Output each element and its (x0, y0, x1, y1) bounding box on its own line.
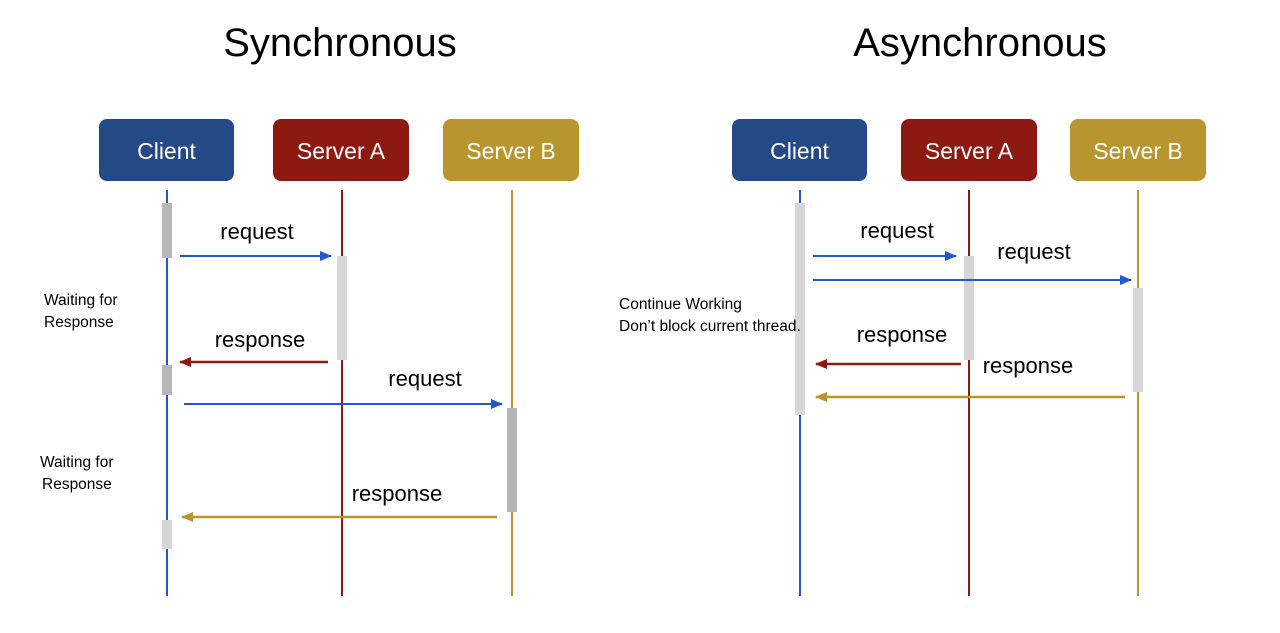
sync-client-activation-1 (162, 203, 172, 258)
sync-note-waiting-1-line-1: Waiting for (44, 292, 118, 309)
sync-participant-client-label: Client (137, 138, 196, 164)
async-server-b-activation (1133, 288, 1143, 392)
async-diagram: Asynchronous Client Server A Server B re… (619, 21, 1206, 596)
async-title: Asynchronous (853, 21, 1106, 65)
sync-request-label-1: request (220, 219, 293, 244)
sync-diagram: Synchronous Client Server A Server B req… (40, 21, 579, 596)
async-server-a-activation (964, 256, 974, 360)
sync-participant-server-b-label: Server B (466, 138, 555, 164)
sync-title: Synchronous (223, 21, 456, 65)
sync-request-label-2: request (388, 366, 461, 391)
sync-client-activation-2 (162, 365, 172, 395)
sync-note-waiting-2-line-2: Response (42, 476, 112, 493)
sync-response-label-2: response (352, 481, 443, 506)
sync-note-waiting-2: Waiting for Response (40, 454, 114, 493)
sync-note-waiting-2-line-1: Waiting for (40, 454, 114, 471)
async-note-line-1: Continue Working (619, 296, 742, 313)
async-participant-server-b-label: Server B (1093, 138, 1182, 164)
sync-response-label-1: response (215, 327, 306, 352)
sync-client-activation-3 (162, 520, 172, 549)
sync-participant-server-b: Server B (443, 119, 579, 181)
sync-participant-client: Client (99, 119, 234, 181)
async-response-label-2: response (983, 353, 1074, 378)
sync-server-a-activation (337, 256, 347, 360)
async-client-activation (795, 203, 805, 415)
async-participant-server-a: Server A (901, 119, 1037, 181)
async-response-label-1: response (857, 322, 948, 347)
sync-note-waiting-1: Waiting for Response (44, 292, 118, 331)
async-participant-server-a-label: Server A (925, 138, 1014, 164)
sync-participant-server-a: Server A (273, 119, 409, 181)
async-participant-client-label: Client (770, 138, 829, 164)
async-request-label-2: request (997, 239, 1070, 264)
sync-note-waiting-1-line-2: Response (44, 314, 114, 331)
async-request-label-1: request (860, 218, 933, 243)
async-participant-client: Client (732, 119, 867, 181)
async-participant-server-b: Server B (1070, 119, 1206, 181)
async-note-continue-working: Continue Working Don’t block current thr… (619, 296, 801, 335)
sync-participant-server-a-label: Server A (297, 138, 386, 164)
async-note-line-2: Don’t block current thread. (619, 318, 801, 335)
sync-server-b-activation (507, 408, 517, 512)
